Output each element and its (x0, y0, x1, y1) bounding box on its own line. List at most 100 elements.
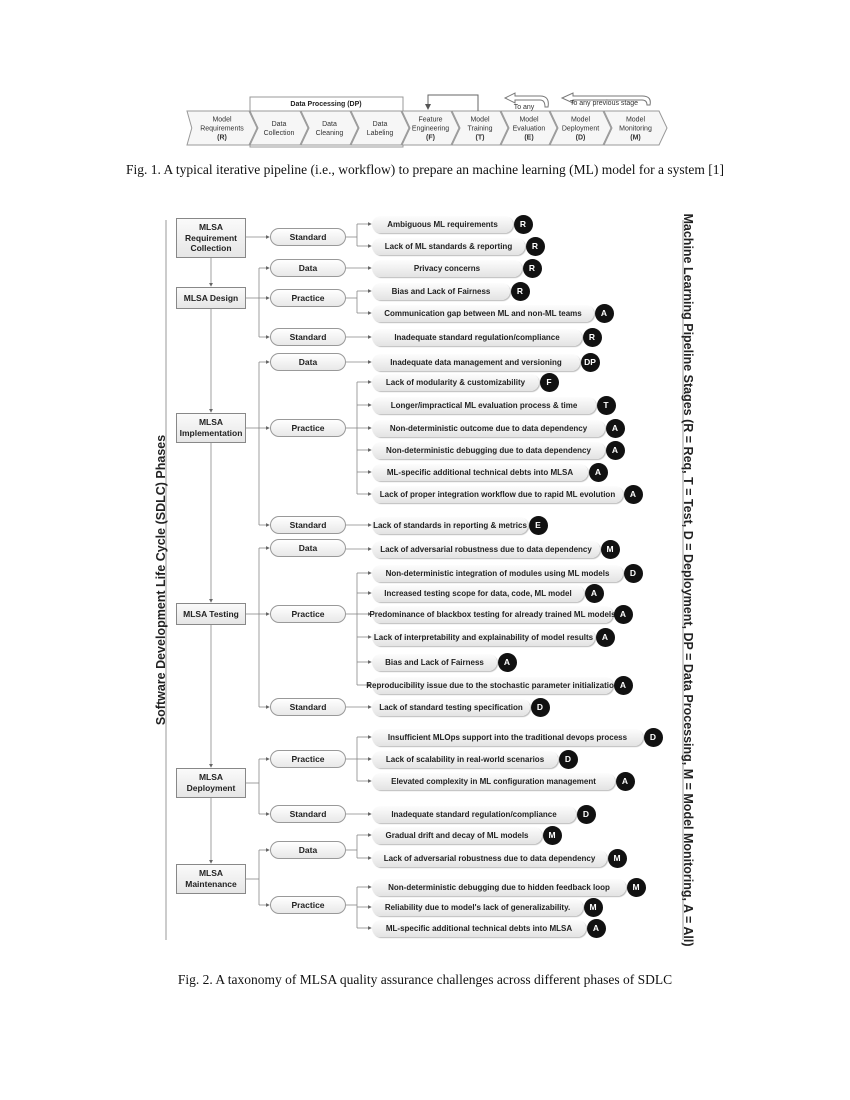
ml-stages-label: Machine Learning Pipeline Stages (R = Re… (681, 213, 695, 947)
stage-badge-a: A (497, 652, 517, 672)
stage-badge-f: F (539, 372, 559, 392)
stage-badge-m: M (607, 848, 627, 868)
arrow-label-to-any-previous-stage: To any previous stage (570, 100, 638, 107)
challenge-item: Privacy concerns (372, 259, 522, 277)
phase-box-mlsa-testing: MLSA Testing (176, 603, 246, 625)
pipeline-stage-label: Model (470, 117, 490, 124)
stage-badge-r: R (525, 236, 545, 256)
stage-badge-a: A (613, 604, 633, 624)
stage-badge-d: D (576, 804, 596, 824)
stage-badge-m: M (583, 897, 603, 917)
pipeline-stage-label: (R) (217, 135, 227, 142)
challenge-item: Lack of ML standards & reporting (372, 237, 525, 255)
pipeline-stage-label: Model (571, 117, 591, 124)
challenge-item: Lack of interpretability and explainabil… (372, 628, 595, 646)
challenge-item: Lack of adversarial robustness due to da… (372, 849, 607, 867)
stage-badge-r: R (510, 281, 530, 301)
category-pill-standard: Standard (270, 516, 346, 534)
challenge-item: ML-specific additional technical debts i… (372, 919, 586, 937)
stage-badge-d: D (623, 563, 643, 583)
pipeline-stage-label: Monitoring (619, 126, 652, 133)
to-any-arrow (503, 92, 549, 108)
figure-1-caption: Fig. 1. A typical iterative pipeline (i.… (126, 162, 724, 177)
pipeline-stage-label: Collection (264, 130, 295, 137)
stage-badge-a: A (613, 675, 633, 695)
stage-badge-r: R (513, 214, 533, 234)
pipeline-stage-data-cleaning (300, 110, 359, 146)
pipeline-stage-model-evaluation (500, 110, 558, 146)
stage-badge-a: A (605, 440, 625, 460)
challenge-item: Non-deterministic outcome due to data de… (372, 419, 605, 437)
pipeline-stage-model-training (451, 110, 509, 146)
stage-badge-a: A (586, 918, 606, 938)
category-pill-practice: Practice (270, 896, 346, 914)
stage-badge-a: A (623, 484, 643, 504)
pipeline-stage-model-deployment (549, 110, 612, 146)
data-processing-group-label: Data Processing (DP) (290, 101, 361, 108)
pipeline-stage-model-monitoring (603, 110, 668, 146)
pipeline-stage-label: (T) (476, 135, 485, 142)
challenge-item: Gradual drift and decay of ML models (372, 826, 542, 844)
category-pill-data: Data (270, 539, 346, 557)
pipeline-stage-data-collection (249, 110, 309, 146)
stage-badge-a: A (588, 462, 608, 482)
pipeline-stage-label: Model (212, 117, 232, 124)
pipeline-stage-label: Data (272, 121, 287, 128)
pipeline-stage-label: Deployment (562, 126, 599, 133)
challenge-item: ML-specific additional technical debts i… (372, 463, 588, 481)
pipeline-stage-label: Feature (418, 117, 442, 124)
category-pill-data: Data (270, 259, 346, 277)
challenge-item: Lack of adversarial robustness due to da… (372, 540, 600, 558)
challenge-item: Bias and Lack of Fairness (372, 282, 510, 300)
challenge-item: Non-deterministic integration of modules… (372, 564, 623, 582)
stage-badge-m: M (600, 539, 620, 559)
category-pill-standard: Standard (270, 228, 346, 246)
stage-badge-a: A (584, 583, 604, 603)
stage-badge-d: D (643, 727, 663, 747)
phase-box-mlsa-implementation: MLSA Implementation (176, 413, 246, 443)
category-pill-data: Data (270, 353, 346, 371)
pipeline-stage-label: Evaluation (513, 126, 546, 133)
phase-box-mlsa-maintenance: MLSA Maintenance (176, 864, 246, 894)
stage-badge-a: A (615, 771, 635, 791)
phase-box-mlsa-design: MLSA Design (176, 287, 246, 309)
challenge-item: Lack of modularity & customizability (372, 373, 539, 391)
stage-badge-m: M (626, 877, 646, 897)
stage-badge-r: R (522, 258, 542, 278)
category-pill-standard: Standard (270, 805, 346, 823)
pipeline-stage-label: Data (322, 121, 337, 128)
category-pill-practice: Practice (270, 750, 346, 768)
challenge-item: Inadequate standard regulation/complianc… (372, 328, 582, 346)
feedback-arrow (425, 94, 479, 111)
category-pill-standard: Standard (270, 698, 346, 716)
figure-2-connectors (165, 220, 684, 940)
stage-badge-t: T (596, 395, 616, 415)
category-pill-practice: Practice (270, 289, 346, 307)
figure-2-caption: Fig. 2. A taxonomy of MLSA quality assur… (177, 972, 673, 987)
pipeline-stage-label: (E) (524, 135, 533, 142)
pipeline-stage-feature-engineering (401, 110, 460, 146)
challenge-item: Reliability due to model's lack of gener… (372, 898, 583, 916)
challenge-item: Reproducibility issue due to the stochas… (366, 676, 619, 694)
challenge-item: Longer/impractical ML evaluation process… (372, 396, 596, 414)
pipeline-stage-model-requirements (186, 110, 258, 146)
pipeline-stage-label: Data (373, 121, 388, 128)
phase-box-mlsa-requirement-collection: MLSA Requirement Collection (176, 218, 246, 258)
stage-badge-dp: DP (580, 352, 600, 372)
challenge-item: Bias and Lack of Fairness (372, 653, 497, 671)
stage-badge-e: E (528, 515, 548, 535)
challenge-item: Inadequate standard regulation/complianc… (372, 805, 576, 823)
challenge-item: Non-deterministic debugging due to hidde… (372, 878, 626, 896)
pipeline-stage-label: Engineering (412, 126, 449, 133)
challenge-item: Predominance of blackbox testing for alr… (369, 605, 616, 623)
challenge-item: Insufficient MLOps support into the trad… (372, 728, 643, 746)
pipeline-stage-label: Requirements (200, 126, 244, 133)
pipeline-stage-data-labeling (350, 110, 410, 146)
category-pill-practice: Practice (270, 419, 346, 437)
challenge-item: Inadequate data management and versionin… (372, 353, 580, 371)
challenge-item: Communication gap between ML and non-ML … (372, 304, 594, 322)
stage-badge-a: A (595, 627, 615, 647)
pipeline-stage-label: Model (519, 117, 539, 124)
